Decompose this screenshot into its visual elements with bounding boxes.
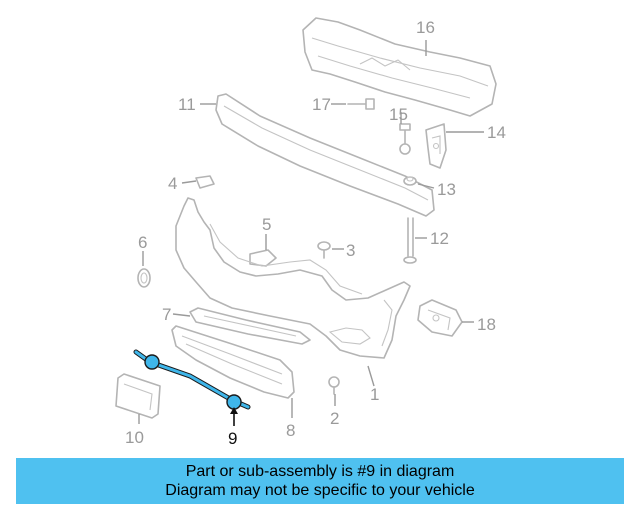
callout-4: 4 [168, 174, 177, 193]
callout-10: 10 [125, 428, 144, 447]
part-1-bumper-cover [175, 197, 411, 359]
part-17-bolt [347, 98, 375, 110]
callout-5: 5 [262, 215, 271, 234]
callout-16: 16 [416, 18, 435, 37]
banner-line-1: Part or sub-assembly is #9 in diagram [185, 463, 455, 480]
callout-13: 13 [437, 180, 456, 199]
callout-11: 11 [178, 95, 196, 114]
part-12-bolt [403, 217, 417, 264]
callout-1: 1 [370, 385, 379, 404]
leader-lines [138, 40, 484, 426]
callout-15: 15 [389, 105, 408, 124]
callout-7: 7 [162, 305, 171, 324]
part-6-grommet [137, 268, 151, 288]
part-18-sensor-bracket [417, 299, 463, 337]
part-9-highlighted[interactable] [133, 349, 251, 410]
callout-18: 18 [477, 315, 496, 334]
callout-9: 9 [228, 429, 237, 448]
part-4-clip [195, 175, 215, 189]
callout-6: 6 [138, 233, 147, 252]
callout-2: 2 [330, 409, 339, 428]
callout-14: 14 [487, 123, 506, 142]
parts-diagram: 16 11 17 15 14 13 4 12 5 3 6 7 18 1 2 8 … [115, 17, 506, 448]
callout-8: 8 [286, 421, 295, 440]
part-8-lower-grille [171, 325, 295, 399]
info-banner: Part or sub-assembly is #9 in diagram Di… [16, 458, 624, 504]
callout-12: 12 [430, 229, 449, 248]
banner-line-2: Diagram may not be specific to your vehi… [165, 482, 475, 499]
part-10-plate-bracket [115, 373, 161, 419]
part-7-upper-grille [189, 307, 311, 345]
part-2-push-pin [328, 376, 340, 395]
callout-3: 3 [346, 241, 355, 260]
part-14-bracket [425, 123, 447, 169]
part-11-impact-bar [215, 93, 435, 217]
part-15-bolt [399, 123, 411, 155]
part-16-upper-absorber [302, 17, 497, 117]
callout-labels: 16 11 17 15 14 13 4 12 5 3 6 7 18 1 2 8 … [125, 18, 506, 448]
part-3-screw [317, 241, 331, 259]
callout-17: 17 [312, 95, 331, 114]
part-13-nut [403, 176, 417, 186]
